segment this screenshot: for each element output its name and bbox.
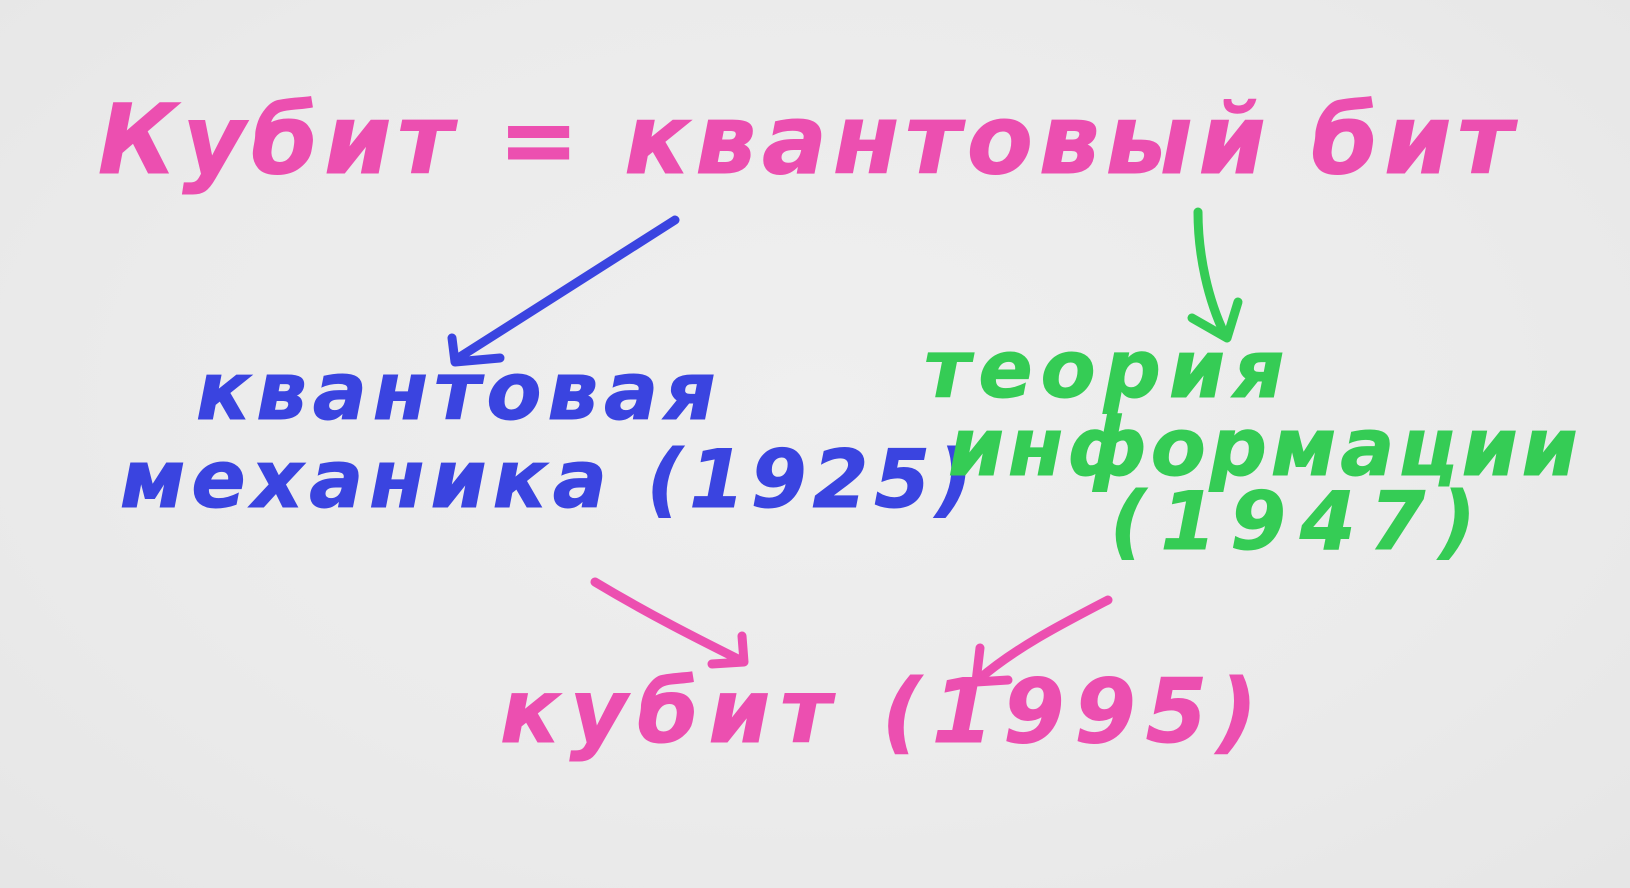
quantum-mechanics-label-line2: механика (1925) [119, 433, 979, 526]
information-theory-label-line1: теория [923, 323, 1293, 416]
arrow-to-information-theory [1187, 207, 1243, 343]
diagram-title: Кубит = квантовый бит [97, 84, 1520, 196]
quantum-mechanics-label-line1: квантовая [195, 345, 722, 438]
information-theory-label-line2: информации [948, 401, 1582, 494]
arrow-to-quantum-mechanics [447, 215, 680, 367]
qubit-result-label: кубит (1995) [499, 660, 1268, 763]
information-theory-label-line3: (1947) [1110, 475, 1490, 568]
arrow-quantum-mechanics-to-qubit [590, 577, 749, 669]
